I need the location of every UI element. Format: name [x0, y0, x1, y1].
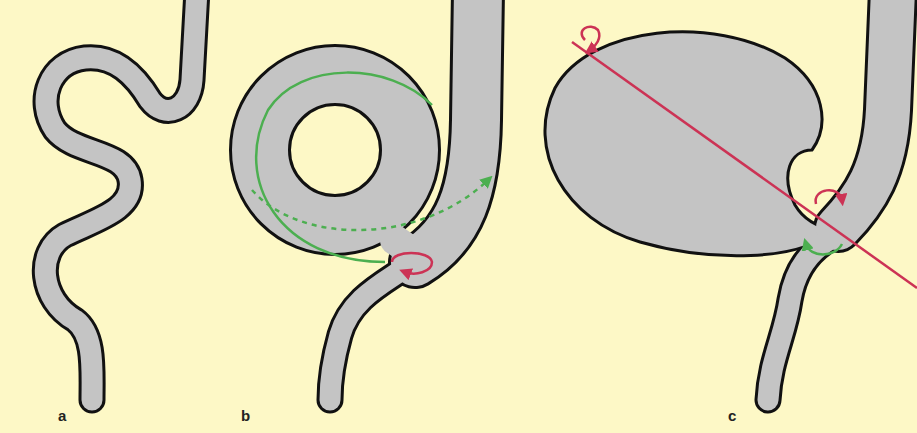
stomach-tube-a: [45, 0, 197, 400]
rotation-arrows-b: [252, 73, 488, 274]
panel-letter: b: [241, 408, 250, 423]
stomach-loop-b: [260, 0, 478, 400]
rotation-axis-c: [572, 27, 917, 288]
panel-letter: a: [58, 408, 66, 423]
panel-letter: c: [728, 408, 736, 423]
